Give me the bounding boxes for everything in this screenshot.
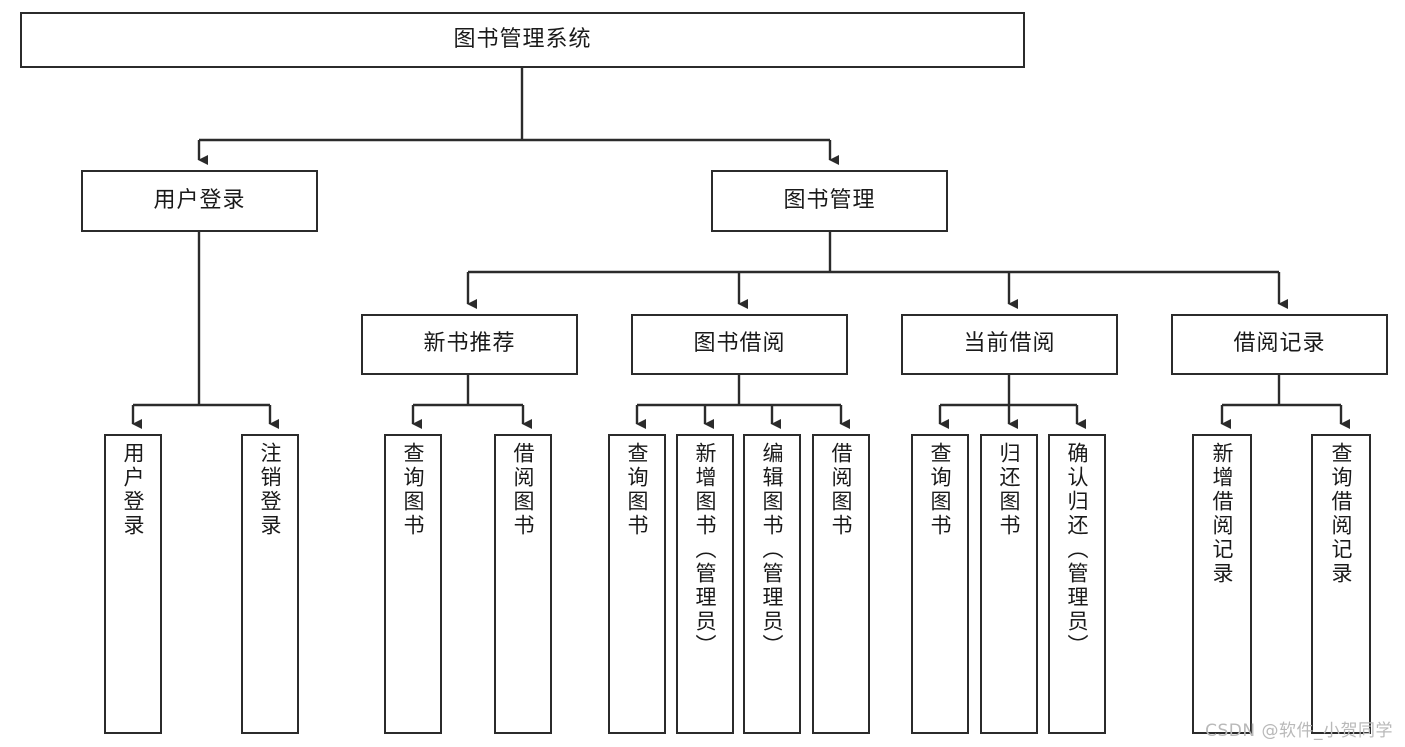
node-label: 图书管理: [783, 187, 876, 213]
node-root-system[interactable]: 图书管理系统: [20, 12, 1025, 68]
leaf-label: 确认归还（管理员）: [1065, 442, 1090, 658]
node-label: 当前借阅: [963, 331, 1056, 357]
leaf-query-borrow-record[interactable]: 查询借阅记录: [1311, 434, 1371, 734]
leaf-label: 查询图书: [928, 442, 953, 538]
leaf-label: 查询图书: [625, 442, 650, 538]
leaf-query-book-new[interactable]: 查询图书: [384, 434, 442, 734]
leaf-label: 归还图书: [997, 442, 1022, 538]
leaf-logout-login[interactable]: 注销登录: [241, 434, 299, 734]
leaf-query-book-current[interactable]: 查询图书: [911, 434, 969, 734]
node-label: 图书管理系统: [453, 26, 592, 52]
node-label: 借阅记录: [1233, 331, 1326, 357]
node-current-borrow[interactable]: 当前借阅: [901, 314, 1118, 375]
node-label: 新书推荐: [423, 331, 516, 357]
csdn-watermark: CSDN @软件_小贺同学: [1205, 721, 1393, 741]
leaf-query-book-borrow[interactable]: 查询图书: [608, 434, 666, 734]
leaf-label: 借阅图书: [511, 442, 536, 538]
node-label: 用户登录: [153, 187, 246, 213]
leaf-confirm-return-admin[interactable]: 确认归还（管理员）: [1048, 434, 1106, 734]
leaf-borrow-book-new[interactable]: 借阅图书: [494, 434, 552, 734]
leaf-label: 借阅图书: [829, 442, 854, 538]
node-user-login[interactable]: 用户登录: [81, 170, 318, 232]
leaf-label: 查询图书: [401, 442, 426, 538]
leaf-label: 编辑图书（管理员）: [760, 442, 785, 658]
node-book-borrow[interactable]: 图书借阅: [631, 314, 848, 375]
leaf-edit-book-admin[interactable]: 编辑图书（管理员）: [743, 434, 801, 734]
leaf-label: 注销登录: [258, 442, 283, 538]
leaf-user-login[interactable]: 用户登录: [104, 434, 162, 734]
node-book-management[interactable]: 图书管理: [711, 170, 948, 232]
leaf-label: 用户登录: [121, 442, 146, 538]
leaf-label: 查询借阅记录: [1329, 442, 1354, 586]
leaf-add-book-admin[interactable]: 新增图书（管理员）: [676, 434, 734, 734]
leaf-borrow-book-borrow[interactable]: 借阅图书: [812, 434, 870, 734]
node-new-book-recommend[interactable]: 新书推荐: [361, 314, 578, 375]
node-label: 图书借阅: [693, 331, 786, 357]
node-borrow-record[interactable]: 借阅记录: [1171, 314, 1388, 375]
leaf-label: 新增借阅记录: [1210, 442, 1235, 586]
leaf-add-borrow-record[interactable]: 新增借阅记录: [1192, 434, 1252, 734]
leaf-label: 新增图书（管理员）: [693, 442, 718, 658]
leaf-return-book[interactable]: 归还图书: [980, 434, 1038, 734]
